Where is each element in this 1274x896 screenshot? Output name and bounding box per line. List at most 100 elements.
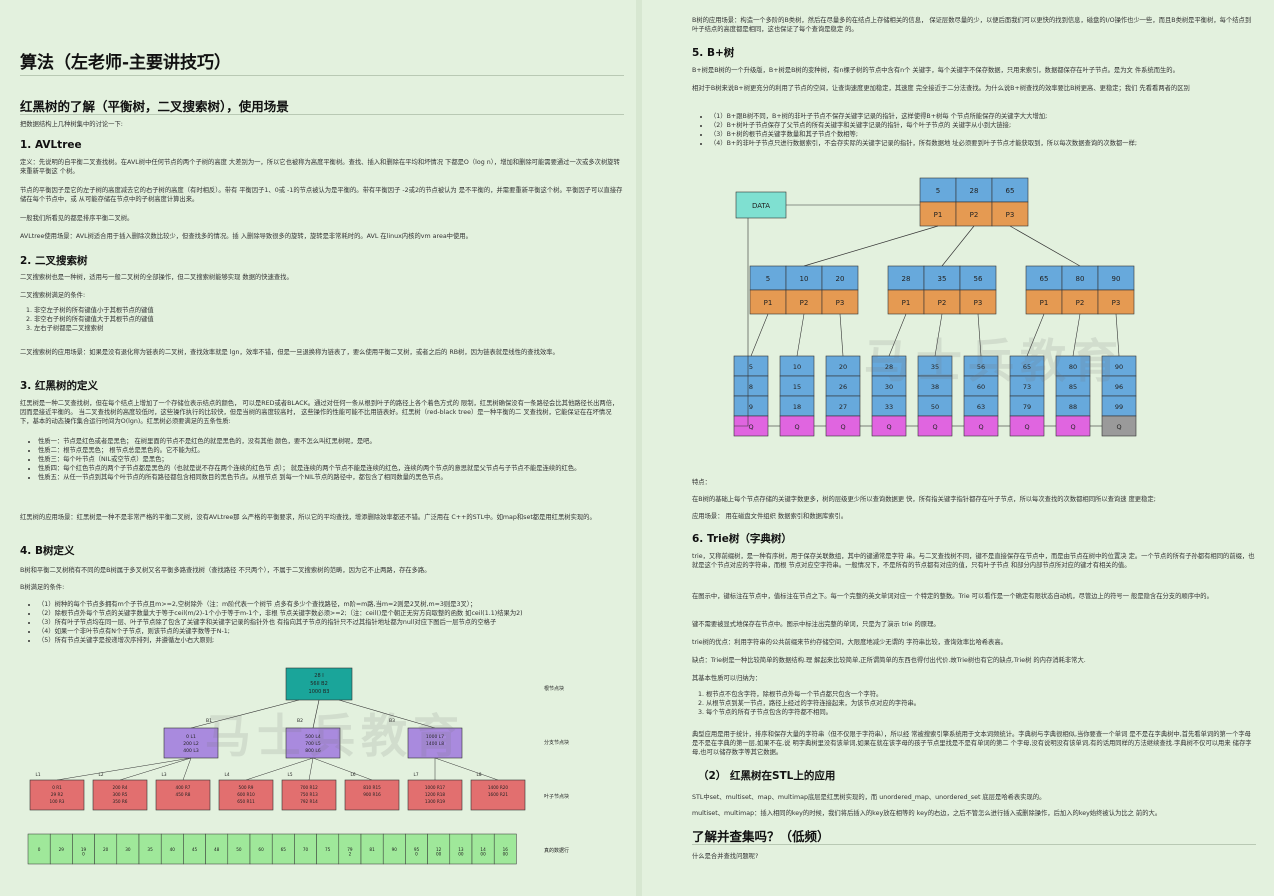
bplus-edge — [796, 313, 805, 357]
data-cell-label: 2 — [349, 852, 352, 857]
btree-branch-node — [285, 727, 341, 759]
leaf-q-label: Q — [840, 423, 845, 431]
branch-pointer-cell — [1025, 289, 1063, 315]
pointer-label: L7 — [414, 772, 419, 777]
pointer-label: B3 — [389, 718, 395, 724]
data-cell-label: 48 — [214, 847, 220, 852]
data-cell-label: 0 — [38, 847, 41, 852]
leaf-key-label: 200 R4 — [113, 785, 128, 790]
branch-key-cell — [923, 265, 961, 291]
data-cell-label: 20 — [103, 847, 109, 852]
section-divider — [692, 844, 1256, 845]
list-item: （3）B+树的根节点关键字数量和其子节点个数相等; — [710, 130, 1256, 139]
data-cell-label: 40 — [170, 847, 176, 852]
list-item: （1）树种的每个节点多拥有m个子节点且m>=2,空树除外（注：m阶代表一个树节 … — [38, 600, 624, 609]
leaf-key-label: 0 R1 — [52, 785, 62, 790]
branch-pointer-cell — [785, 289, 823, 315]
leaf-key-label: 80 — [1069, 363, 1077, 371]
list-item: （4）如果一个非叶节点有N个子节点，则该节点的关键字数等于N-1; — [38, 627, 624, 636]
branch-key-cell — [1061, 265, 1099, 291]
branch-key-label: 20 — [836, 275, 845, 283]
list-item: 2. 从根节点到某一节点，路径上经过的字符连接起来，为该节点对应的字符串。 — [698, 700, 921, 707]
trie-key-note: 键不需要被显式地保存在节点中。图示中标注出完整的单词，只是为了演示 trie 的… — [692, 621, 940, 628]
btree-edge — [338, 699, 436, 729]
trie-application: 典型应用是用于统计，排序和保存大量的字符串（但不仅限于字符串），所以经 常被搜索… — [692, 731, 1252, 756]
root-key-label: 5 — [936, 187, 940, 195]
intro-text: 把数据结构上几种树集中的讨论一下: — [20, 121, 123, 128]
data-cell-label: 00 — [503, 852, 509, 857]
list-item: 性质四：每个红色节点的两个子节点都是黑色的（也就是说不存在两个连续的红色节 点）… — [38, 464, 624, 473]
bplus-edge — [1009, 225, 1081, 267]
list-item: （2）除根节点外每个节点的关键字数量大于等于ceil(m/2)-1个小于等于m-… — [38, 609, 624, 618]
trie-properties-intro: 其基本性质可以归纳为： — [692, 675, 762, 682]
branch-pointer-label: P2 — [938, 299, 947, 307]
list-item: 3. 左右子树都是二叉搜索树 — [26, 325, 104, 332]
leaf-key-label: 88 — [1069, 403, 1077, 411]
leaf-key-label: 5 — [749, 363, 753, 371]
branch-pointer-label: P3 — [836, 299, 845, 307]
btree-edge — [312, 757, 373, 781]
branch-pointer-label: P2 — [1076, 299, 1085, 307]
leaf-key-label: 600 R10 — [237, 792, 255, 797]
branch-key-label: 200 L2 — [183, 741, 199, 747]
union-find-question: 什么是合并查找问题呢? — [692, 853, 759, 860]
leaf-q-label: Q — [1024, 423, 1029, 431]
stl-multiset: multiset、multimap：插入相同的key的时候，我们将后插入的key… — [692, 810, 1162, 817]
bst-intro: 二叉搜索树也是一种树，适用与一般二叉树的全部操作，但二叉搜索树能够实现 数据的快… — [20, 274, 293, 281]
branch-key-label: 65 — [1040, 275, 1049, 283]
bplus-edge — [803, 225, 939, 267]
section-divider — [20, 114, 624, 115]
leaf-key-label: 750 R13 — [300, 792, 318, 797]
btree-leaf-node — [29, 779, 85, 811]
branch-key-label: 10 — [800, 275, 809, 283]
heading-rbtree: 3. 红黑树的定义 — [20, 380, 98, 392]
leaf-key-label: 26 — [839, 383, 847, 391]
leaf-key-label: 20 — [839, 363, 847, 371]
btree-usage: B树的应用场景：构造一个多阶的B类树，然后在尽量多的在结点上存储相关的信息， 保… — [692, 17, 1252, 33]
root-pointer-cell — [955, 201, 993, 227]
bplus-edge — [839, 313, 844, 357]
trie-diagram-note: 在图示中，键标注在节点中，值标注在节点之下。每一个完整的英文单词对应一 个特定的… — [692, 593, 1213, 600]
avl-balance-factor: 节点的平衡因子是它的左子树的高度减去它的右子树的高度（有时相反）。带有 平衡因子… — [20, 187, 623, 203]
list-item: 2. 非空右子树的所有键值大于其根节点的键值 — [26, 316, 154, 323]
data-link — [734, 218, 749, 427]
leaf-key-label: 350 R6 — [113, 799, 128, 804]
data-cell-label: 70 — [303, 847, 309, 852]
btree-conditions: B树满足的条件: — [20, 584, 65, 591]
heading-btree: 4. B树定义 — [20, 545, 75, 557]
btree-branch-node — [407, 727, 463, 759]
list-item: 性质三：每个叶节点（NIL或空节点）是黑色； — [38, 455, 624, 464]
leaf-key-label: 79 — [1023, 403, 1031, 411]
data-cell-label: 29 — [59, 847, 65, 852]
leaf-key-label: 1300 R19 — [425, 799, 446, 804]
leaf-key-label: 96 — [1115, 383, 1123, 391]
heading-rbtree-stl: （2） 红黑树在STL上的应用 — [698, 770, 836, 782]
btree-edge — [56, 757, 192, 781]
leaf-q-label: Q — [978, 423, 983, 431]
leaf-q-label: Q — [748, 423, 753, 431]
rbtree-usage: 红黑树的应用场景：红黑树是一种不是非常严格的平衡二叉树，没有AVLtree那 么… — [20, 514, 596, 521]
trie-property-list: 1. 根节点不包含字符，除根节点外每一个节点都只包含一个字符。 2. 从根节点到… — [692, 690, 1256, 717]
btree-edge — [190, 699, 300, 729]
branch-key-label: 5 — [766, 275, 770, 283]
avl-usage: AVLtree使用场景：AVL树适合用于插入删除次数比较少，但查找多的情况。插 … — [20, 233, 472, 240]
leaf-key-label: 28 — [885, 363, 893, 371]
leaf-key-label: 1400 R20 — [488, 785, 509, 790]
bplus-compare: 相对于B树来说B+树更充分的利用了节点的空间，让查询速度更加稳定，其速度 完全接… — [692, 85, 1190, 92]
data-cell-label: 13 — [458, 847, 464, 852]
data-cell-label: 81 — [369, 847, 375, 852]
leaf-key-label: 900 R16 — [363, 792, 381, 797]
branch-key-label: 500 L4 — [305, 734, 321, 740]
btree-leaf-node — [407, 779, 463, 811]
root-key-label: 28 — [970, 187, 979, 195]
leaf-key-label: 63 — [977, 403, 985, 411]
branch-key-label: 80 — [1076, 275, 1085, 283]
branch-pointer-label: P1 — [1040, 299, 1049, 307]
heading-avltree: 1. AVLtree — [20, 139, 82, 151]
btree-edge — [245, 757, 314, 781]
data-cell-label: 75 — [325, 847, 331, 852]
leaf-key-label: 35 — [931, 363, 939, 371]
leaf-key-label: 700 R12 — [300, 785, 318, 790]
data-cell-label: 95 — [414, 847, 420, 852]
